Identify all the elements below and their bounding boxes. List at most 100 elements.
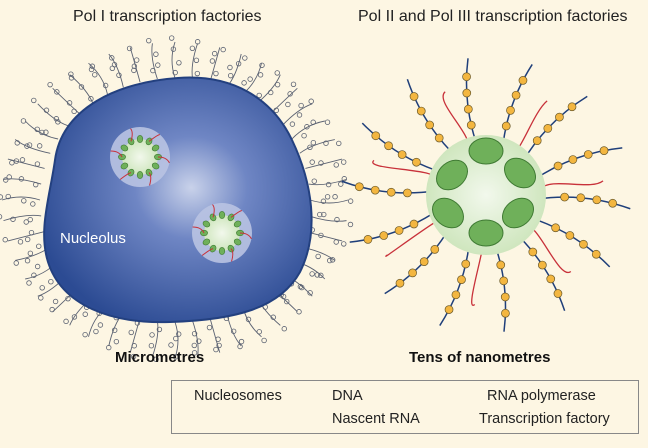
nucleosome [261,337,267,344]
chromatin-fiber [305,158,343,169]
nucleosome [196,338,202,344]
nucleosome [551,223,560,233]
nucleosome [153,51,159,57]
nucleosome [409,92,419,101]
dna-loop [528,216,611,268]
rna-polymerase [202,220,211,228]
chromatin-fiber [3,214,42,222]
nucleosome [6,174,12,180]
nucleosome [354,182,364,192]
nascent-rna [110,150,123,158]
nucleosome [128,329,134,336]
nucleosome [126,45,133,52]
rna-polymerase [468,219,504,247]
nucleosome [168,35,175,41]
nucleosome [19,157,26,163]
legend-rna-polymerase: RNA polymerase [487,388,596,404]
nucleosome [397,150,407,159]
legend: Nucleosomes DNA RNA polymerase Nascent R… [171,380,639,434]
nucleosome [88,66,95,73]
fibrillar-centre [122,139,158,175]
nucleosome [333,162,339,168]
nucleosome [88,96,94,102]
nucleosome [168,342,174,348]
rna-polymerase [502,197,534,229]
left-scale-label: Micrometres [115,349,205,366]
nucleosome [419,257,429,266]
nascent-rna [119,172,132,180]
nucleosome [270,314,276,320]
nucleosome [230,328,237,334]
rna-polymerase [202,238,211,246]
chromatin-fiber [226,53,242,88]
nucleosome [71,314,78,320]
nucleosome [338,181,344,187]
rna-polymerase [120,144,129,152]
nucleosome [457,275,466,284]
nucleosome [82,311,88,317]
nucleosome [538,260,547,270]
nucleosome [409,219,419,229]
nucleosome [289,121,296,127]
nascent-rna [192,226,205,234]
nucleosome [518,76,528,85]
chromatin-fiber [108,53,124,88]
nucleosome [327,257,333,264]
nucleosome [528,247,538,257]
nucleosome [299,284,305,291]
nucleosome [21,198,27,204]
nascent-rna [201,248,214,256]
nucleosome [28,229,35,236]
chromatin-fiber [52,87,80,115]
nucleosome [156,326,163,333]
chromatin-fiber [14,139,51,154]
nucleosome [24,258,31,264]
nucleosome [553,161,563,171]
nucleosome [68,71,74,77]
nucleosome [93,328,99,335]
nucleosome [172,354,179,360]
dna-loop [532,147,623,182]
chromatin-fiber [270,87,298,115]
nucleosome [241,80,247,86]
nucleosome [53,116,60,122]
rna-polymerase [233,238,242,246]
nucleosome [39,129,45,136]
nucleosome [318,272,324,279]
nucleosome [48,278,54,285]
nucleosome [131,63,138,69]
nucleosome [296,309,302,315]
nucleosome [63,318,69,325]
nucleosome [323,140,329,146]
chromatin-fiber [291,120,325,140]
legend-nascent-rna-label: Nascent RNA [332,411,420,427]
nucleosome [395,278,405,288]
nucleosome [68,75,75,81]
nucleosome [26,142,33,148]
nucleosome [462,88,472,98]
nucleosome [506,106,515,115]
nucleosome [555,112,564,122]
nucleosome [238,338,245,345]
nucleosome [131,343,137,349]
nucleosome [583,150,593,159]
nucleosome [273,107,279,114]
nucleosome [308,98,314,104]
nucleosome [78,84,85,90]
chromatin-fiber [309,199,349,204]
nucleosome [321,211,327,218]
legend-dna-label: DNA [332,388,363,404]
nascent-rna [239,232,252,240]
legend-dna: DNA [332,388,363,404]
nucleosome [553,289,563,298]
chromatin-fiber [308,215,347,222]
nucleosome [463,104,473,114]
pol1-factory-lower [192,203,252,263]
nucleosome [301,132,307,139]
nucleosome [176,60,182,66]
right-scale-label: Tens of nanometres [409,349,551,366]
nucleosome [102,82,109,89]
nucleosome [332,194,338,200]
nucleosome [24,143,30,149]
nucleosome [43,107,50,113]
